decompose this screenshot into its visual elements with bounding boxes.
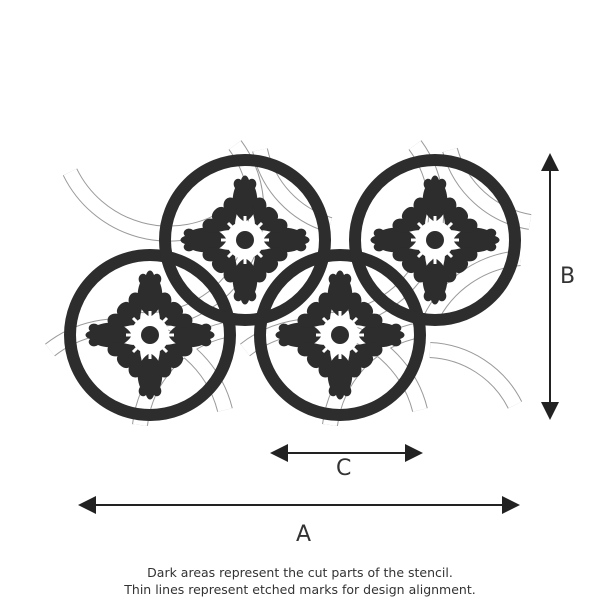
caption-line-1: Dark areas represent the cut parts of th…: [147, 565, 453, 580]
dimension-arrow-b: [541, 153, 559, 420]
stencil-motif-2: [165, 160, 325, 320]
dimension-label-c: C: [336, 456, 352, 481]
dimension-label-b: B: [560, 264, 576, 289]
dimension-arrow-a: [78, 496, 520, 514]
etched-alignment-marks: [45, 140, 532, 427]
caption: Dark areas represent the cut parts of th…: [0, 564, 600, 598]
caption-line-2: Thin lines represent etched marks for de…: [124, 582, 476, 597]
dimension-arrow-c: [270, 444, 423, 462]
stencil-motif-1: [70, 255, 230, 415]
stencil-motif-3: [260, 255, 420, 415]
dimension-label-a: A: [296, 522, 312, 547]
stencil-motif-4: [355, 160, 515, 320]
